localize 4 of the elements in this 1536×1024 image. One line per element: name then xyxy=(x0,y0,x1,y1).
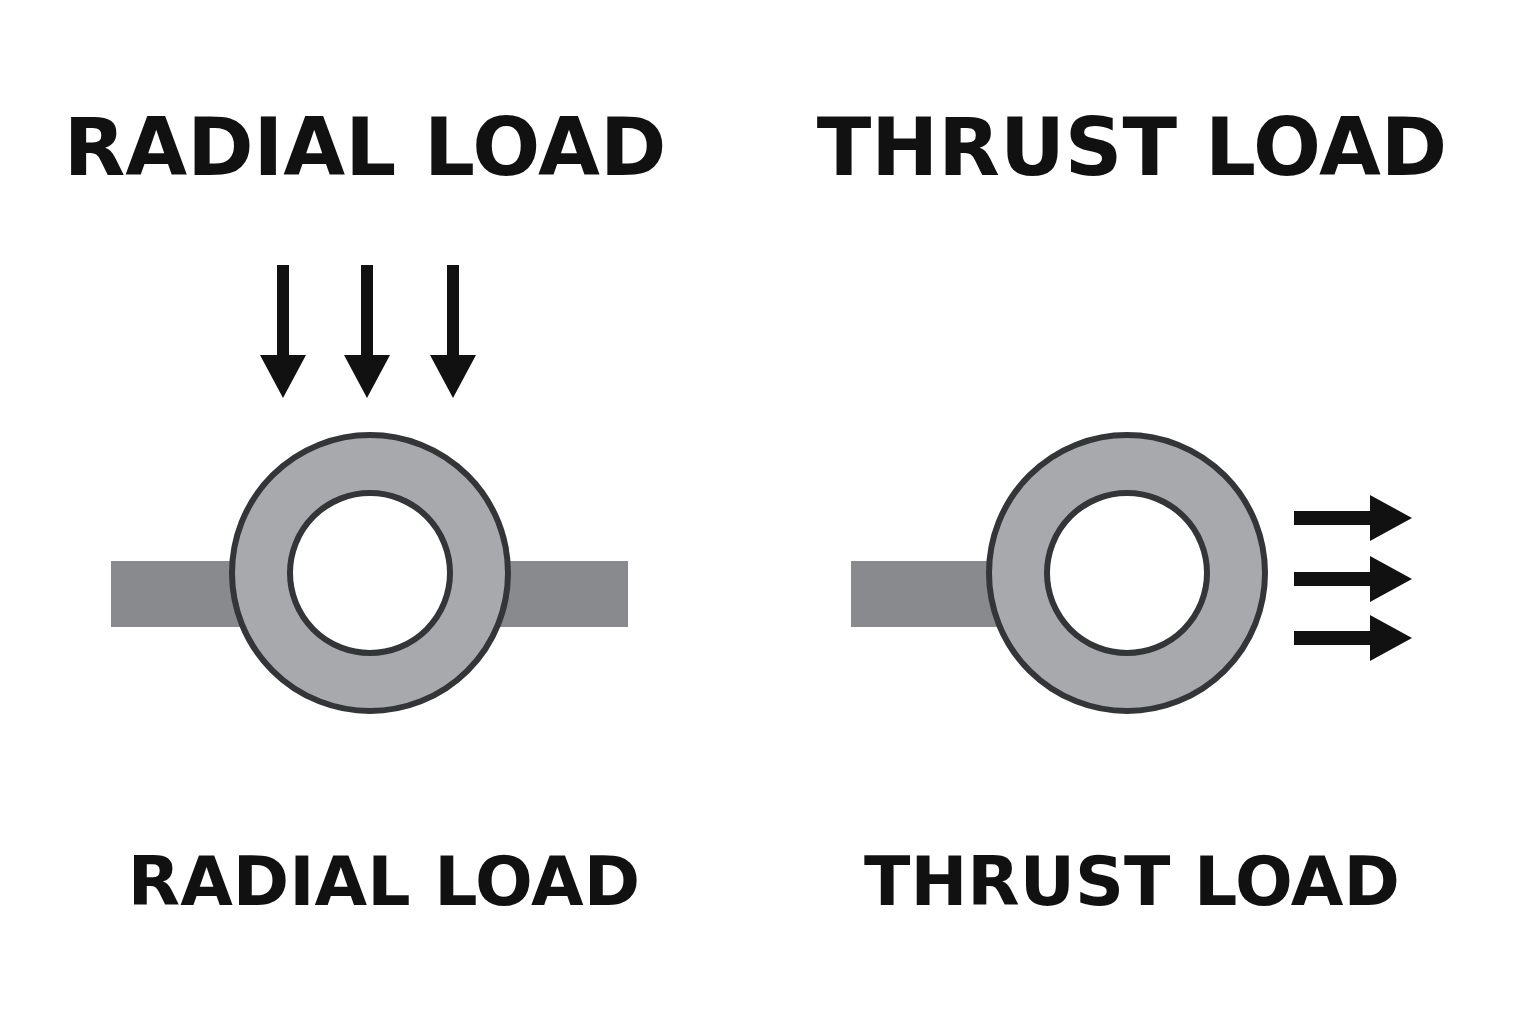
caption: RADIAL LOAD xyxy=(127,848,641,916)
heading: THRUST LOAD xyxy=(816,108,1448,188)
caption: THRUST LOAD xyxy=(864,848,1400,916)
heading: RADIAL LOAD xyxy=(63,108,667,188)
